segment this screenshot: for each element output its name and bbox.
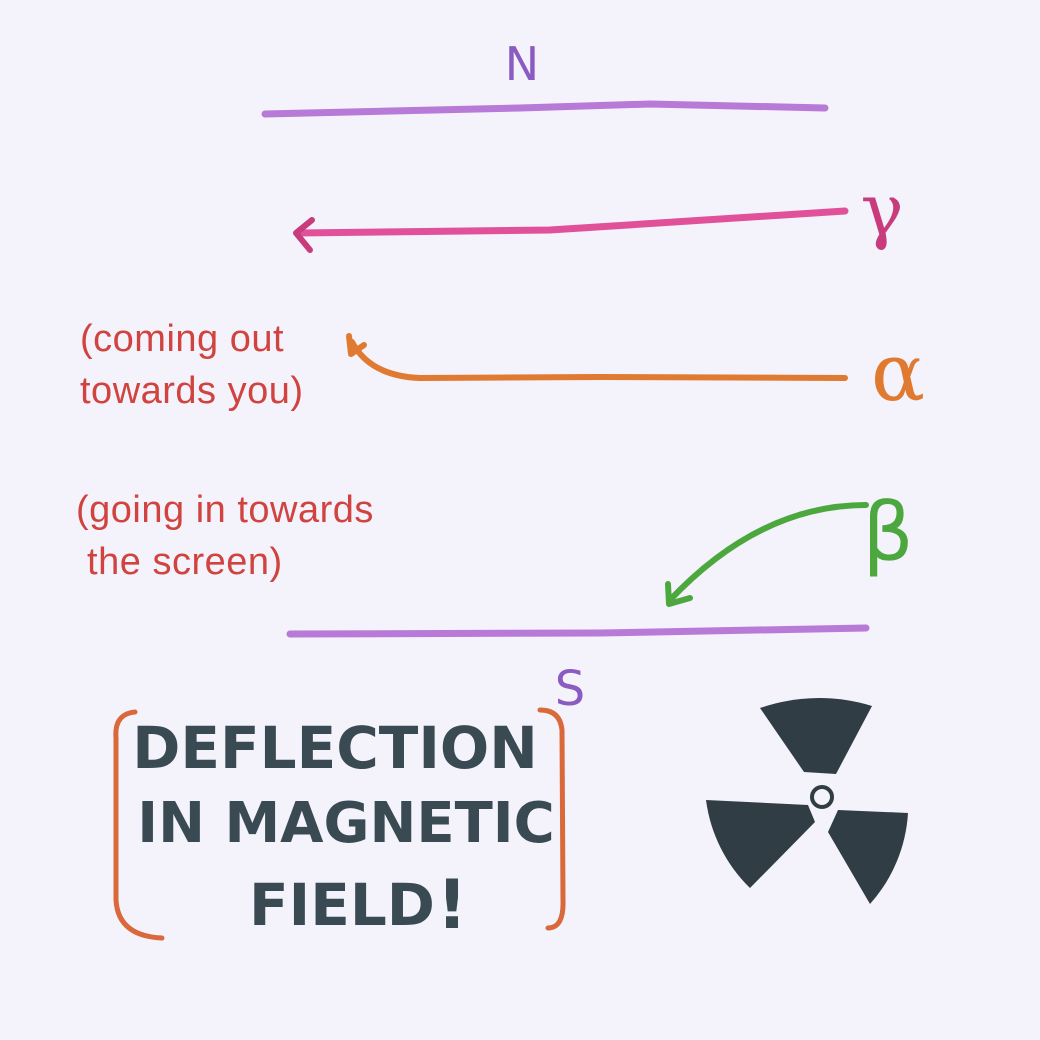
north-pole-label: N xyxy=(505,37,539,91)
alpha-note-line-1: (coming out xyxy=(80,318,285,360)
beta-note-line-2: the screen) xyxy=(76,541,283,583)
alpha-symbol: α xyxy=(871,326,925,419)
title-line-2: IN MAGNETIC xyxy=(137,791,554,856)
beta-ray-path xyxy=(667,502,869,603)
beta-direction-note: (going in towards the screen) xyxy=(76,484,374,588)
alpha-note-line-2: towards you) xyxy=(80,370,304,412)
title-exclamation: ! xyxy=(436,866,467,945)
alpha-arrowhead xyxy=(346,333,367,357)
radiation-trefoil-icon xyxy=(706,698,908,904)
north-plate xyxy=(261,100,829,118)
alpha-direction-note: (coming out towards you) xyxy=(80,313,304,417)
south-pole-label: S xyxy=(555,661,585,717)
gamma-ray-path xyxy=(294,207,849,237)
beta-symbol: β xyxy=(862,486,913,579)
gamma-arrowhead xyxy=(293,217,315,253)
right-bracket xyxy=(537,707,566,931)
gamma-symbol: γ xyxy=(860,168,903,252)
beta-arrowhead xyxy=(665,581,693,607)
title-line-3: FIELD xyxy=(249,871,435,939)
alpha-ray-path xyxy=(349,339,848,382)
title-line-1: DEFLECTION xyxy=(132,714,538,782)
south-plate xyxy=(286,624,870,638)
left-bracket xyxy=(113,709,165,941)
beta-note-line-1: (going in towards xyxy=(76,489,374,531)
